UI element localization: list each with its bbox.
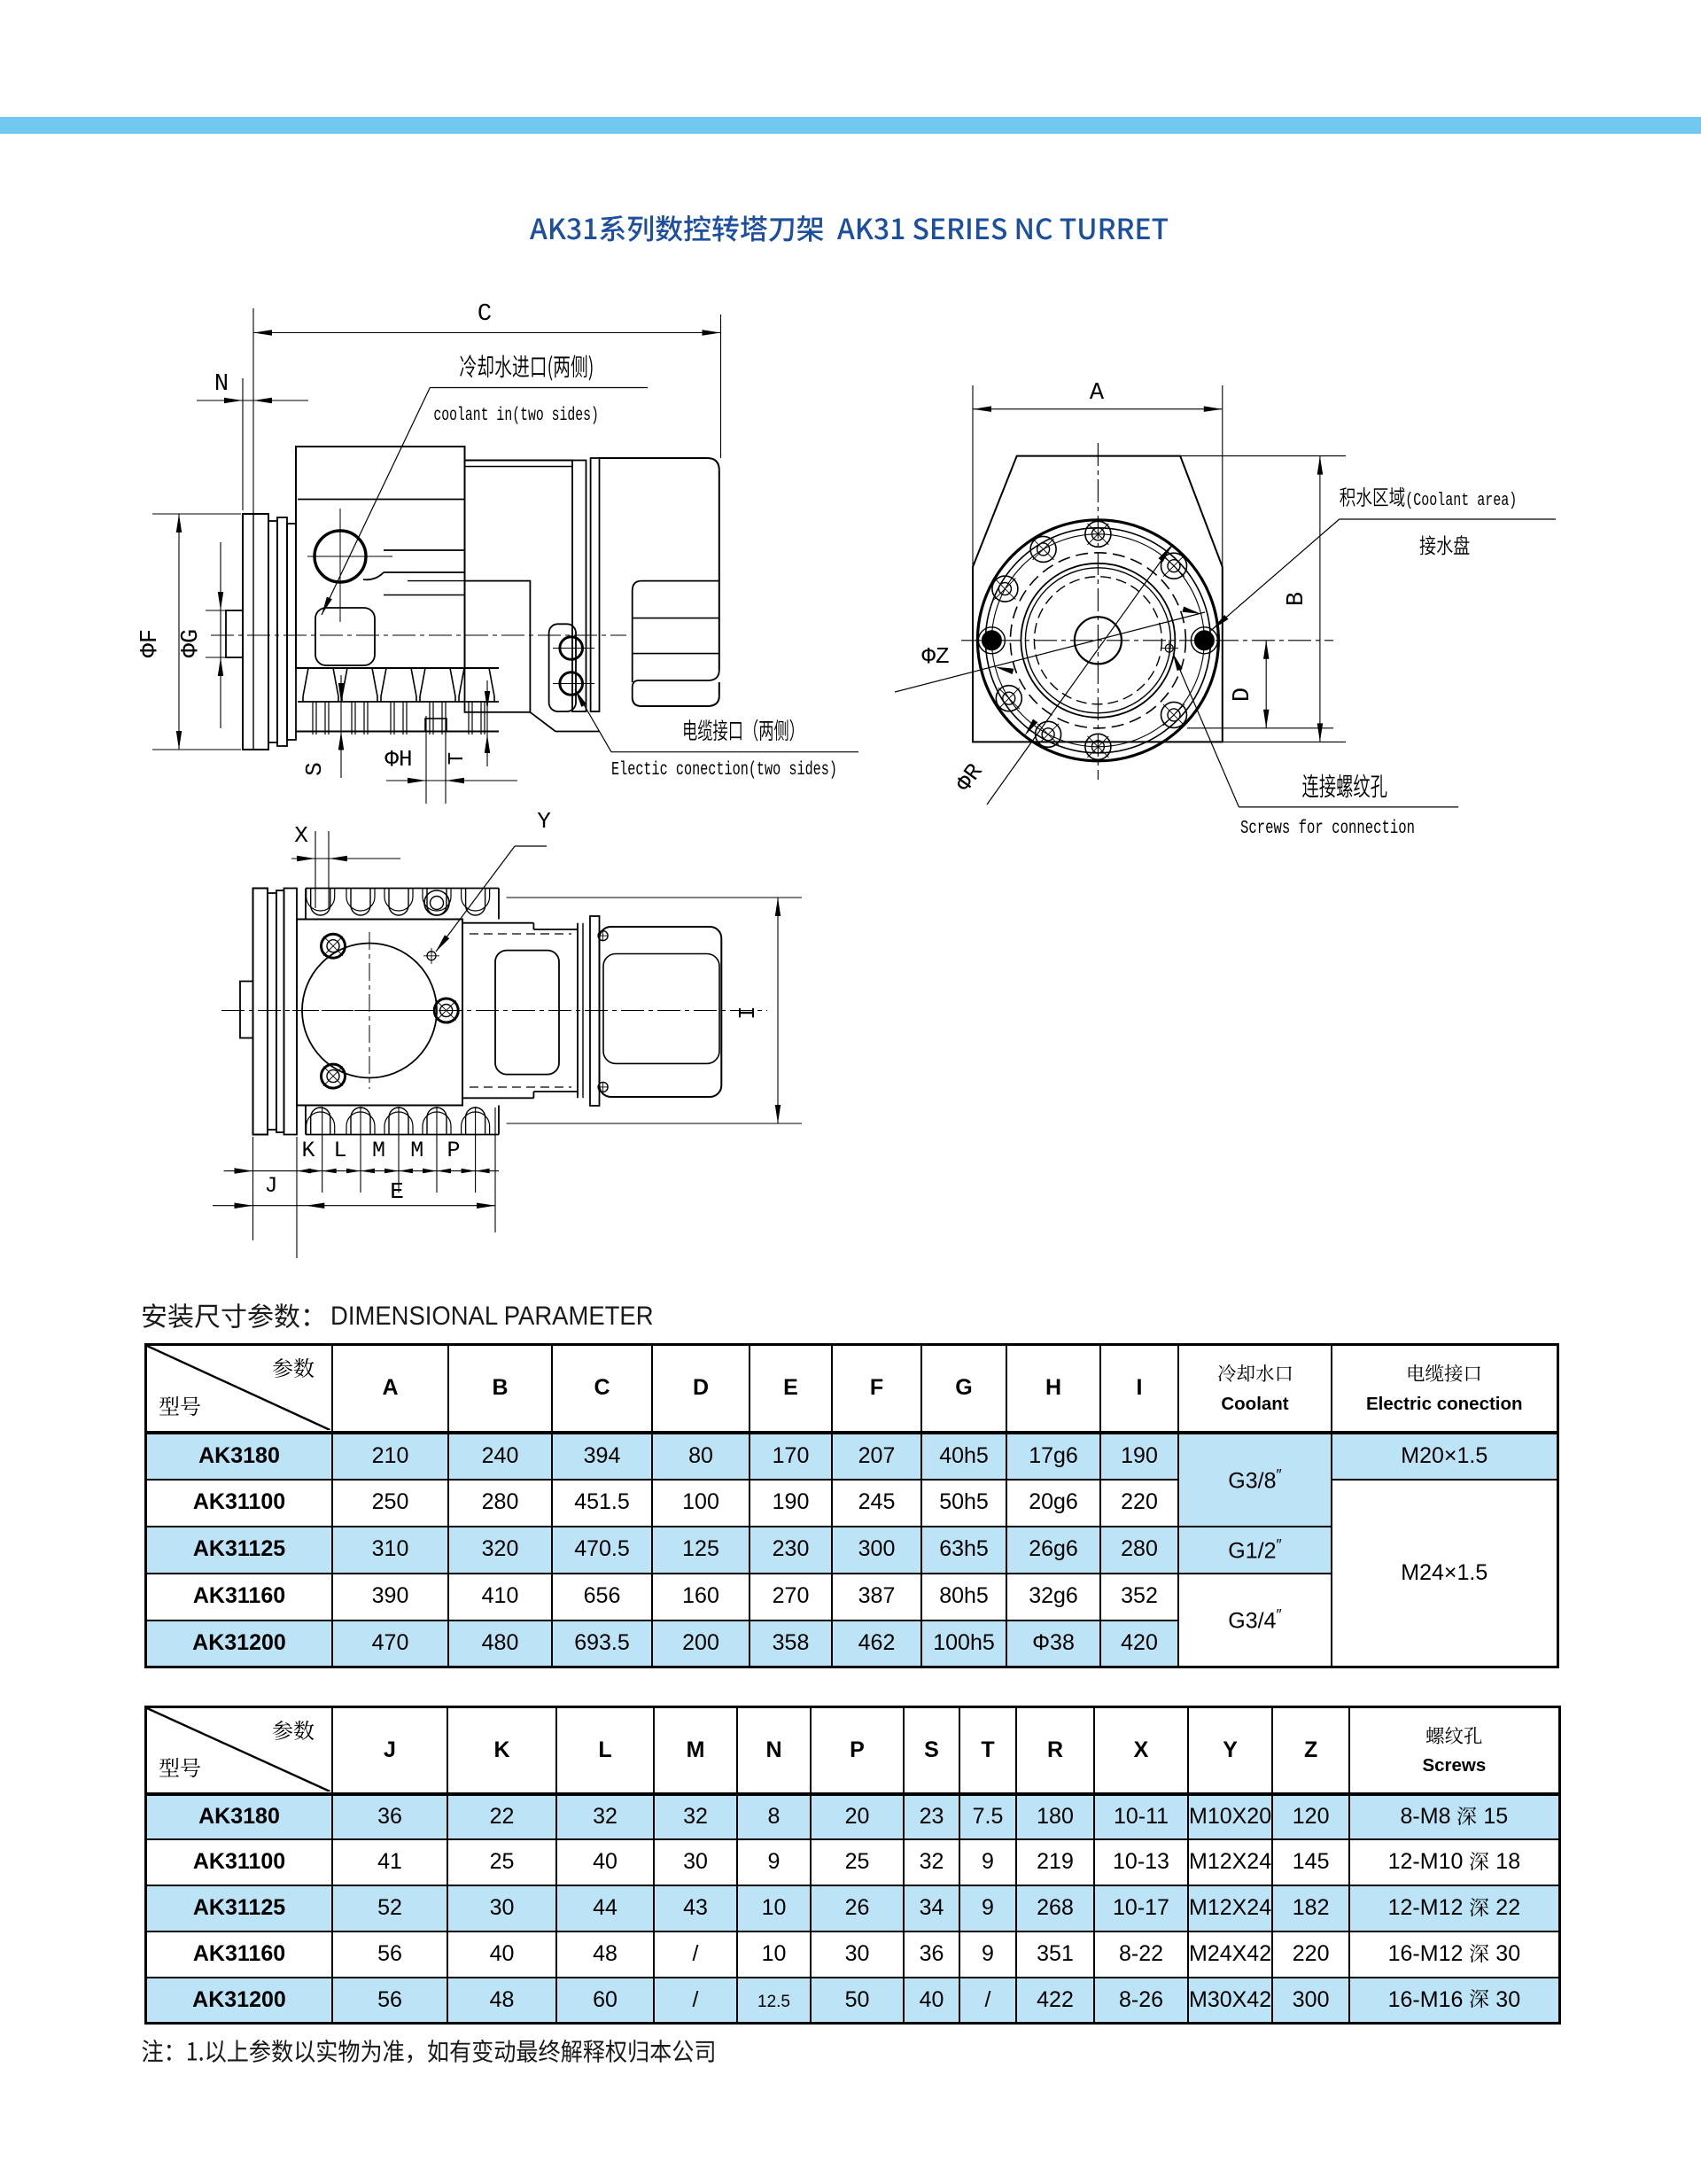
svg-text:D: D [1230,688,1256,702]
svg-text:N: N [214,371,229,398]
svg-text:ΦH: ΦH [384,746,412,773]
svg-text:Screws for connection: Screws for connection [1240,819,1415,839]
svg-text:ΦF: ΦF [137,629,164,657]
svg-text:X: X [294,822,308,849]
svg-text:L: L [333,1138,346,1163]
svg-text:coolant in(two sides): coolant in(two sides) [433,406,598,426]
svg-text:E: E [390,1178,404,1205]
svg-text:ΦG: ΦG [178,629,205,657]
svg-text:P: P [447,1138,460,1163]
svg-text:C: C [478,301,492,328]
svg-text:ΦR: ΦR [951,758,989,797]
svg-text:J: J [264,1173,277,1199]
svg-text:B: B [1284,592,1310,606]
svg-text:(Coolant area): (Coolant area) [1405,491,1517,511]
svg-text:Electic conection(two sides): Electic conection(two sides) [611,760,837,781]
svg-text:ΦZ: ΦZ [921,643,949,670]
svg-text:Y: Y [537,808,551,835]
svg-text:M: M [410,1138,423,1163]
svg-text:K: K [301,1138,315,1163]
svg-text:A: A [1090,380,1105,407]
svg-text:I: I [734,1006,761,1020]
svg-text:T: T [446,752,470,765]
svg-text:M: M [372,1138,385,1163]
svg-text:S: S [301,762,328,776]
